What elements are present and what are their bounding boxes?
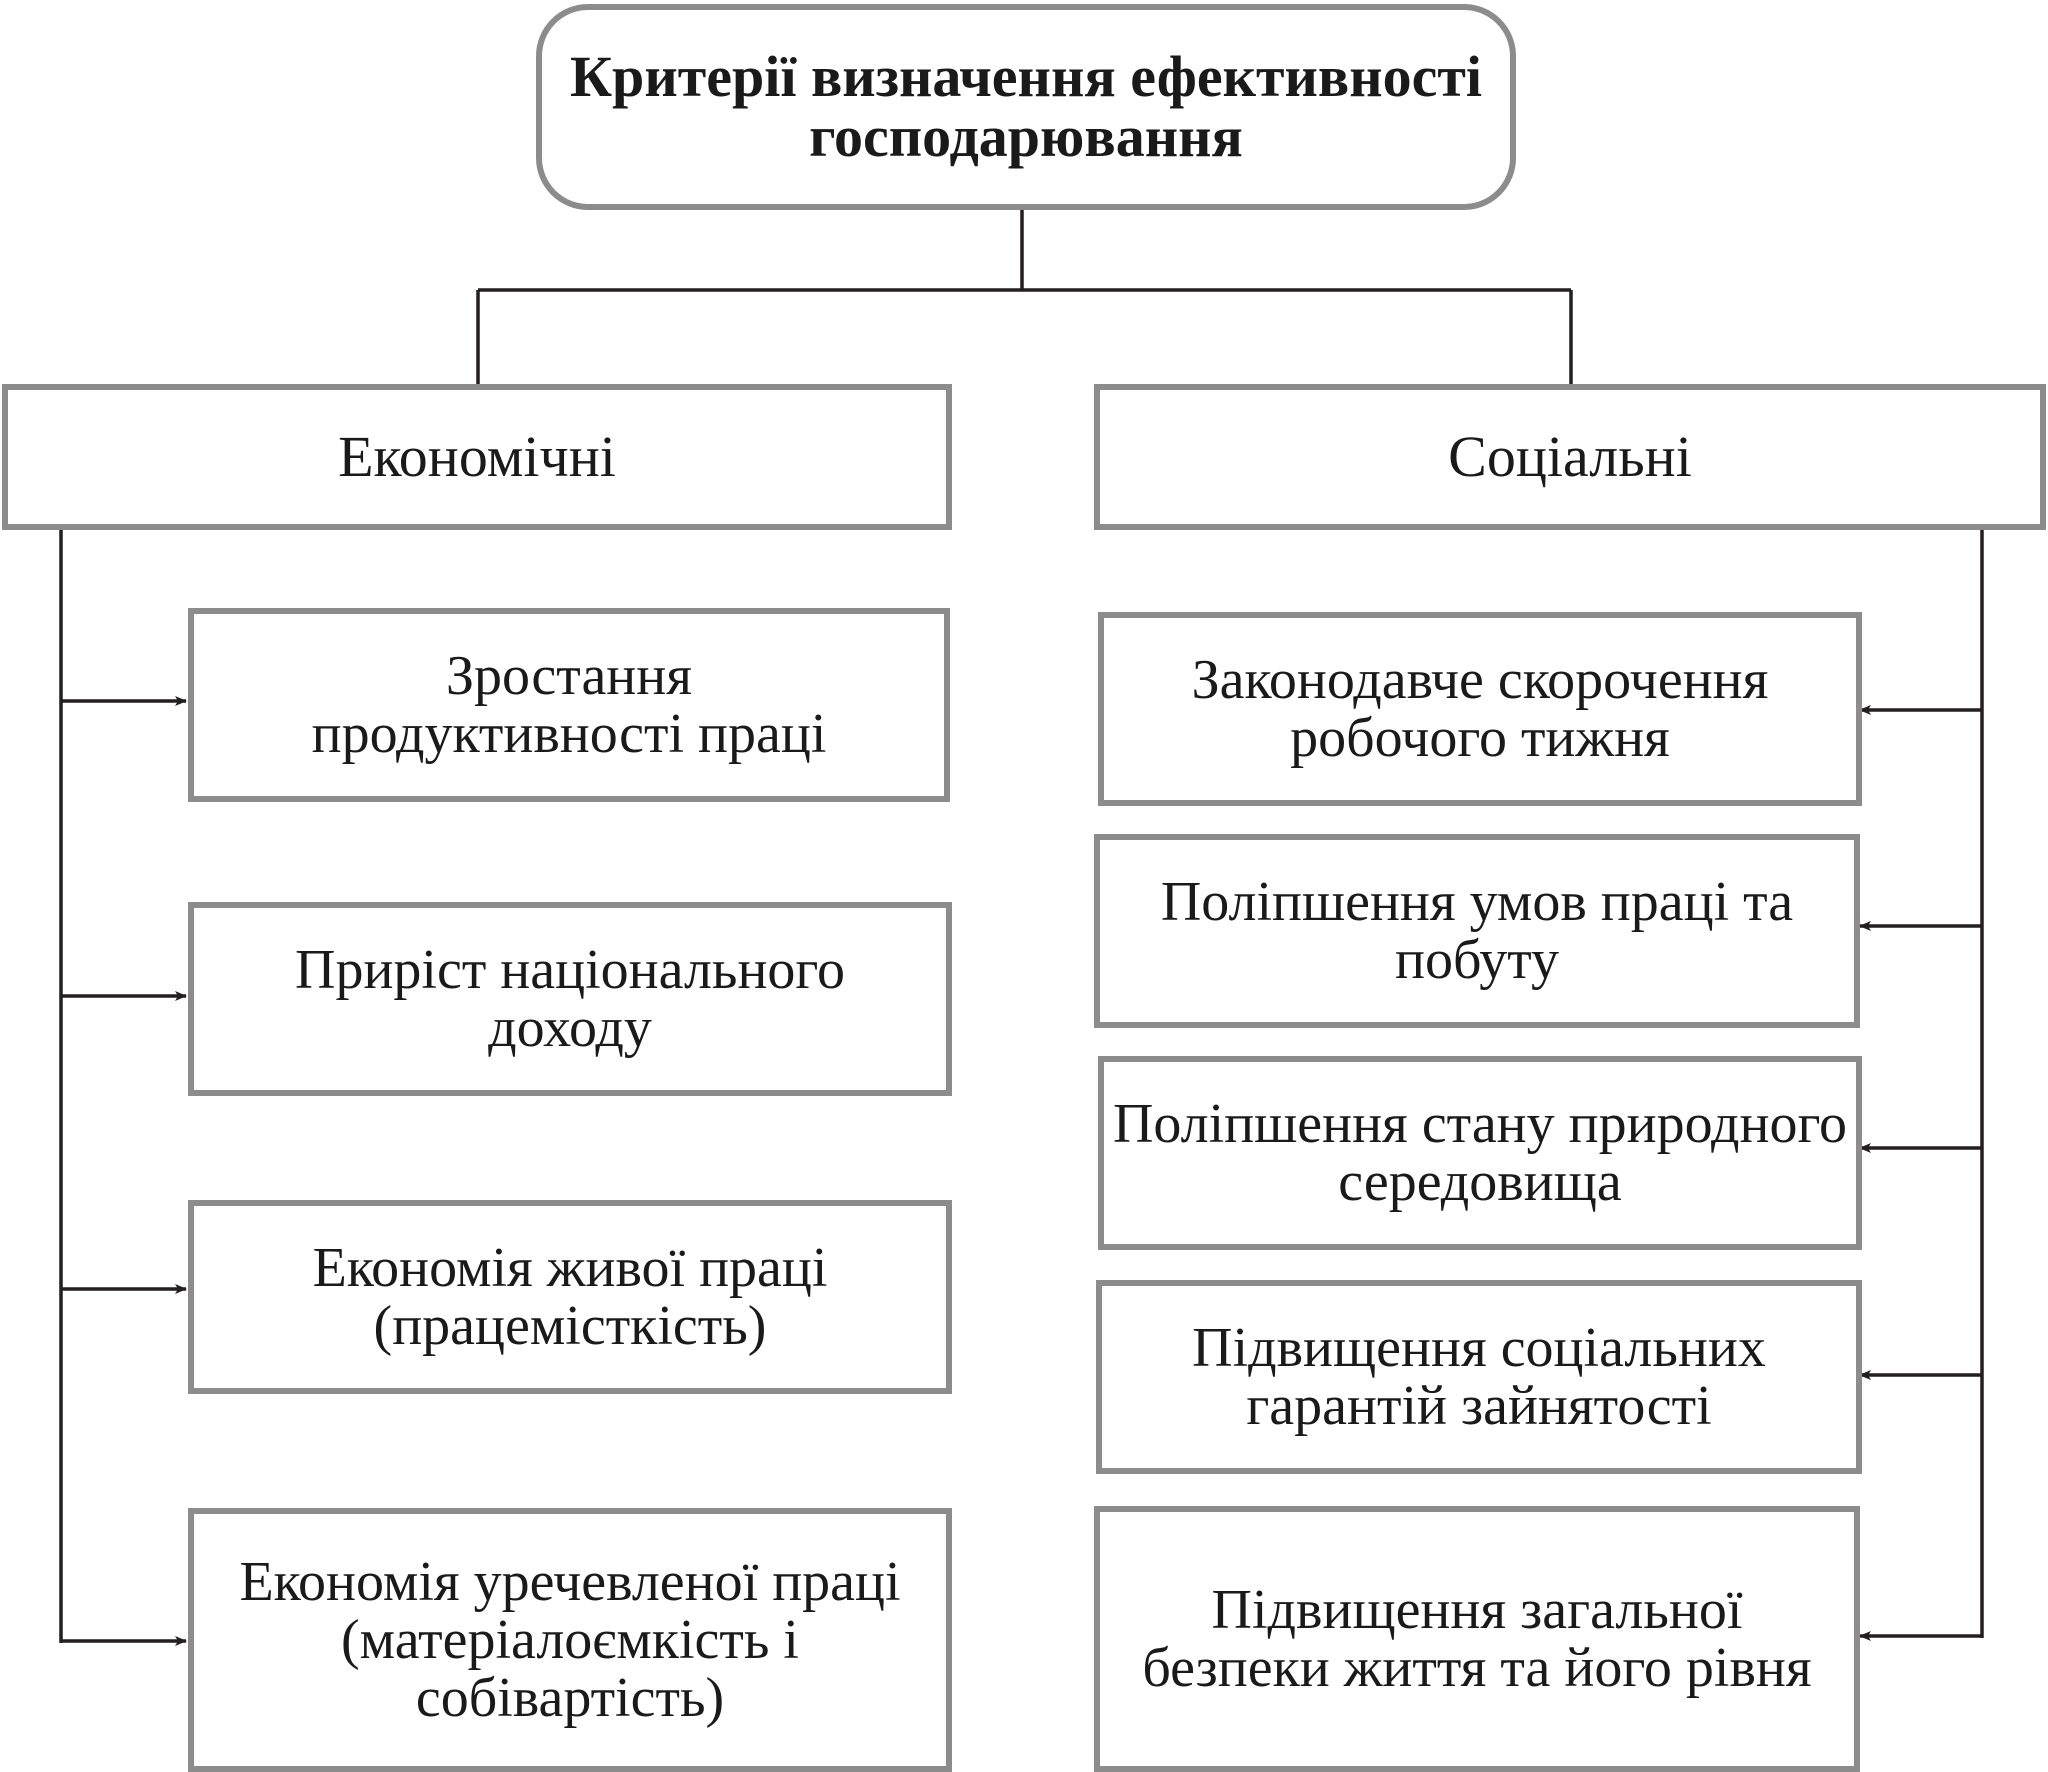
category-social-box: Соціальні bbox=[1094, 384, 2046, 530]
economic-item-box: Зростання продуктивності праці bbox=[188, 608, 950, 802]
economic-item-text: Економія уречевленої праці (матеріалоємк… bbox=[239, 1551, 901, 1729]
social-item-box: Підвищення соціальних гарантій зайнятост… bbox=[1096, 1280, 1862, 1474]
diagram-title-box: Критерії визначення ефективності господа… bbox=[536, 4, 1516, 210]
social-item-text: Поліпшення стану природного середовища bbox=[1112, 1093, 1848, 1213]
social-item-box: Законодавче скорочення робочого тижня bbox=[1098, 612, 1862, 806]
category-social-label: Соціальні bbox=[1448, 424, 1692, 489]
category-economic-label: Економічні bbox=[338, 424, 616, 489]
social-item-text: Законодавче скорочення робочого тижня bbox=[1191, 649, 1769, 769]
social-item-box: Підвищення загальної безпеки життя та йо… bbox=[1094, 1506, 1860, 1772]
economic-item-box: Приріст національного доходу bbox=[188, 902, 952, 1096]
diagram-title: Критерії визначення ефективності господа… bbox=[570, 44, 1482, 169]
economic-item-text: Приріст національного доходу bbox=[295, 939, 845, 1059]
social-item-box: Поліпшення умов праці та побуту bbox=[1094, 834, 1860, 1028]
social-item-box: Поліпшення стану природного середовища bbox=[1098, 1056, 1862, 1250]
social-item-text: Підвищення соціальних гарантій зайнятост… bbox=[1192, 1317, 1766, 1437]
category-economic-box: Економічні bbox=[2, 384, 952, 530]
social-item-text: Поліпшення умов праці та побуту bbox=[1160, 871, 1794, 991]
economic-item-box: Економія уречевленої праці (матеріалоємк… bbox=[188, 1508, 952, 1772]
economic-item-text: Економія живої праці (працемісткість) bbox=[312, 1237, 828, 1357]
economic-item-text: Зростання продуктивності праці bbox=[311, 645, 827, 765]
economic-item-box: Економія живої праці (працемісткість) bbox=[188, 1200, 952, 1394]
social-item-text: Підвищення загальної безпеки життя та йо… bbox=[1142, 1579, 1812, 1699]
